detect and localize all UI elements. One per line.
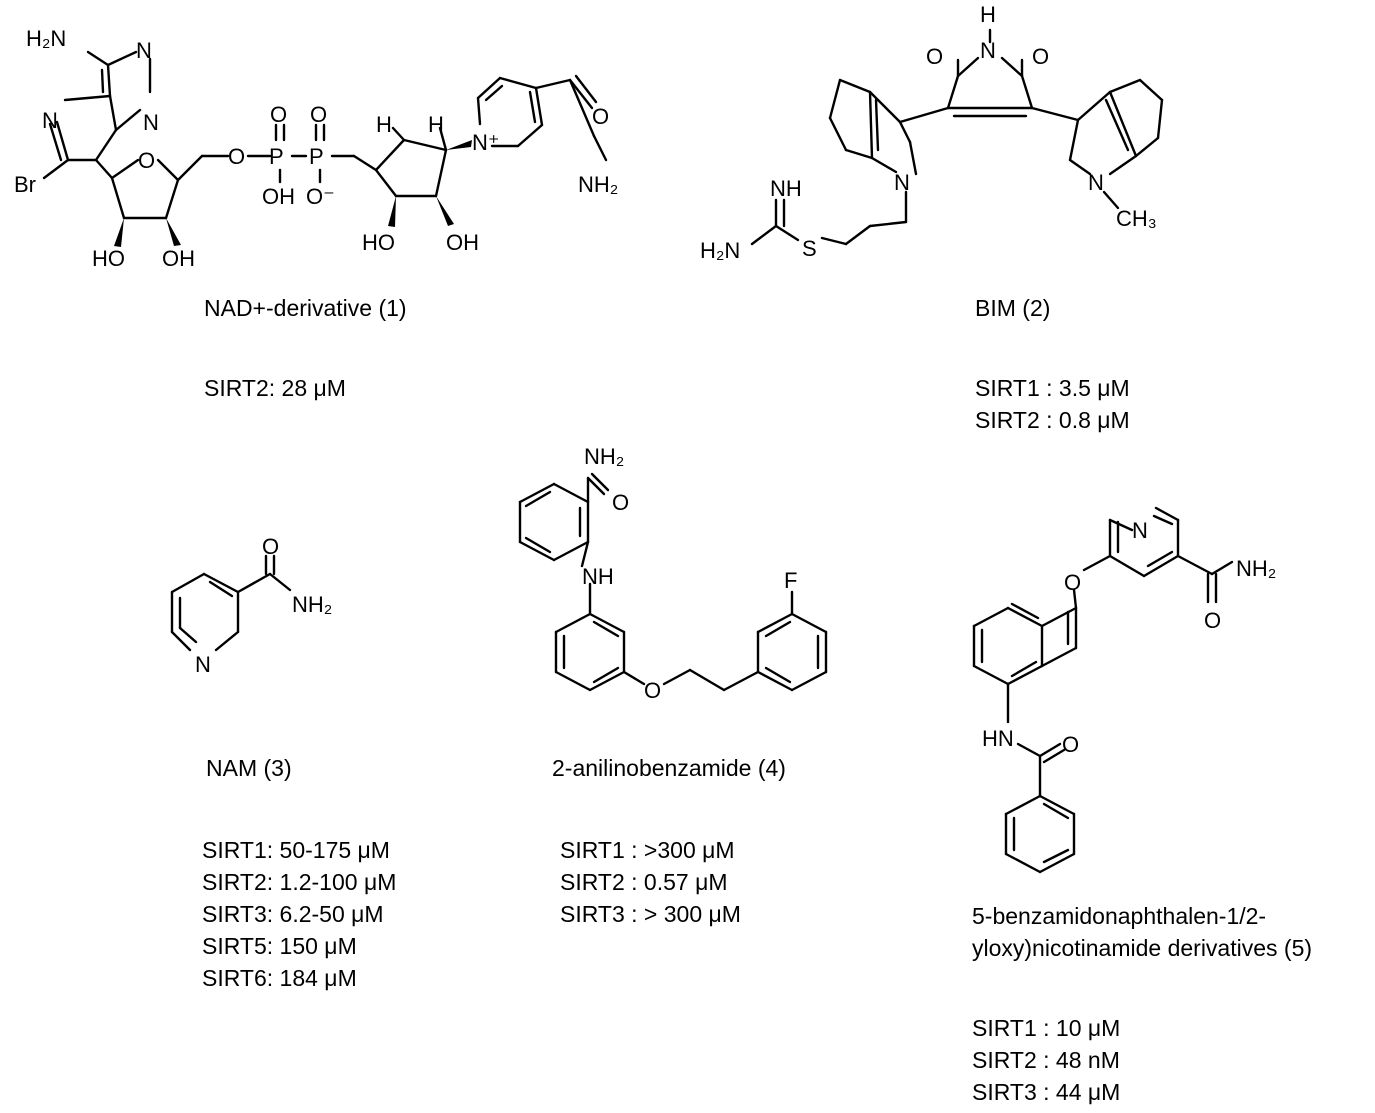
atom-label: O [270,102,287,127]
activity-value: SIRT3: 6.2-50 μM [202,901,384,927]
activity-value: SIRT1: 50-175 μM [202,837,390,863]
atom-labels-benzamidonaphthalene: N O NH₂ O HN O [982,518,1276,757]
activity-value: SIRT2 : 0.8 μM [975,407,1130,433]
atom-label: Br [14,172,36,197]
atom-label: O [1204,608,1221,633]
activity-list-nad-derivative: SIRT2: 28 μM [204,372,346,404]
atom-label: N [136,38,152,63]
atom-label: H [376,112,392,137]
activity-list-anilinobenzamide: SIRT1 : >300 μM SIRT2 : 0.57 μM SIRT3 : … [560,834,741,930]
atom-labels-nam: O NH₂ N [195,534,332,677]
activity-value: SIRT2 : 48 nM [972,1047,1120,1073]
activity-value: SIRT3 : > 300 μM [560,901,741,927]
atom-label: OH [446,230,479,255]
atom-labels-anilinobenzamide: NH₂ O NH O F [582,444,797,703]
caption-nad-derivative: NAD+-derivative (1) [204,295,407,321]
caption-nam: NAM (3) [206,755,292,781]
atom-label: H [428,112,444,137]
activity-value: SIRT1 : 3.5 μM [975,375,1130,401]
caption-anilinobenzamide: 2-anilinobenzamide (4) [552,755,786,781]
caption-bim: BIM (2) [975,295,1051,321]
activity-value: SIRT1 : 10 μM [972,1015,1121,1041]
atom-label: H₂N [700,238,740,263]
atom-label: N [143,110,159,135]
activity-value: SIRT6: 184 μM [202,965,357,991]
atom-label: HO [92,246,125,271]
atom-label: N [894,170,910,195]
atom-label: N [980,38,996,63]
atom-label: N [1132,518,1148,543]
atom-label: O [1062,732,1079,757]
atom-label: N⁺ [472,130,500,155]
atom-label: P [269,144,284,169]
atom-labels-nad-derivative: H₂N N N N Br O O P P O O OH O⁻ HO OH H H… [14,26,618,271]
atom-label: O [592,104,609,129]
atom-label: NH₂ [584,444,624,469]
atom-label: NH [582,564,614,589]
atom-label: S [802,236,817,261]
activity-list-benzamidonaphthalene: SIRT1 : 10 μM SIRT2 : 48 nM SIRT3 : 44 μ… [972,1012,1120,1108]
atom-label: NH [770,176,802,201]
atom-label: N [195,652,211,677]
atom-label: P [309,144,324,169]
atom-label: OH [262,184,295,209]
caption-line: 5-benzamidonaphthalen-1/2- [972,903,1267,929]
atom-label: NH₂ [292,592,332,617]
structure-bim [750,28,1164,246]
activity-value: SIRT3 : 44 μM [972,1079,1121,1105]
atom-labels-bim: H N O O N N CH₃ NH H₂N S [700,2,1157,263]
atom-label: HO [362,230,395,255]
atom-label: O⁻ [306,184,335,209]
activity-value: SIRT2: 28 μM [204,375,346,401]
atom-label: N [1088,170,1104,195]
atom-label: NH₂ [1236,556,1276,581]
activity-value: SIRT5: 150 μM [202,933,357,959]
structure-anilinobenzamide [518,472,828,692]
caption-benzamidonaphthalene: 5-benzamidonaphthalen-1/2- yloxy)nicotin… [972,900,1312,964]
atom-label: O [1032,44,1049,69]
atom-label: NH₂ [578,172,618,197]
activity-value: SIRT2: 1.2-100 μM [202,869,397,895]
atom-label: O [1064,570,1081,595]
structure-nad-derivative [42,50,608,247]
structure-benzamidonaphthalene [972,506,1234,874]
activity-value: SIRT1 : >300 μM [560,837,735,863]
atom-label: O [644,678,661,703]
atom-label: N [42,108,58,133]
caption-line: yloxy)nicotinamide derivatives (5) [972,935,1313,961]
atom-label: O [926,44,943,69]
atom-label: H₂N [26,26,66,51]
atom-label: O [138,148,155,173]
atom-label: OH [162,246,195,271]
atom-label: O [228,144,245,169]
atom-label: HN [982,726,1014,751]
structure-nam [170,554,292,652]
activity-list-bim: SIRT1 : 3.5 μM SIRT2 : 0.8 μM [975,372,1130,436]
atom-label: O [612,490,629,515]
activity-value: SIRT2 : 0.57 μM [560,869,728,895]
atom-label: O [310,102,327,127]
atom-label: O [262,534,279,559]
activity-list-nam: SIRT1: 50-175 μM SIRT2: 1.2-100 μM SIRT3… [202,834,396,994]
atom-label: F [784,568,797,593]
atom-label: CH₃ [1116,206,1157,231]
atom-label: H [980,2,996,27]
